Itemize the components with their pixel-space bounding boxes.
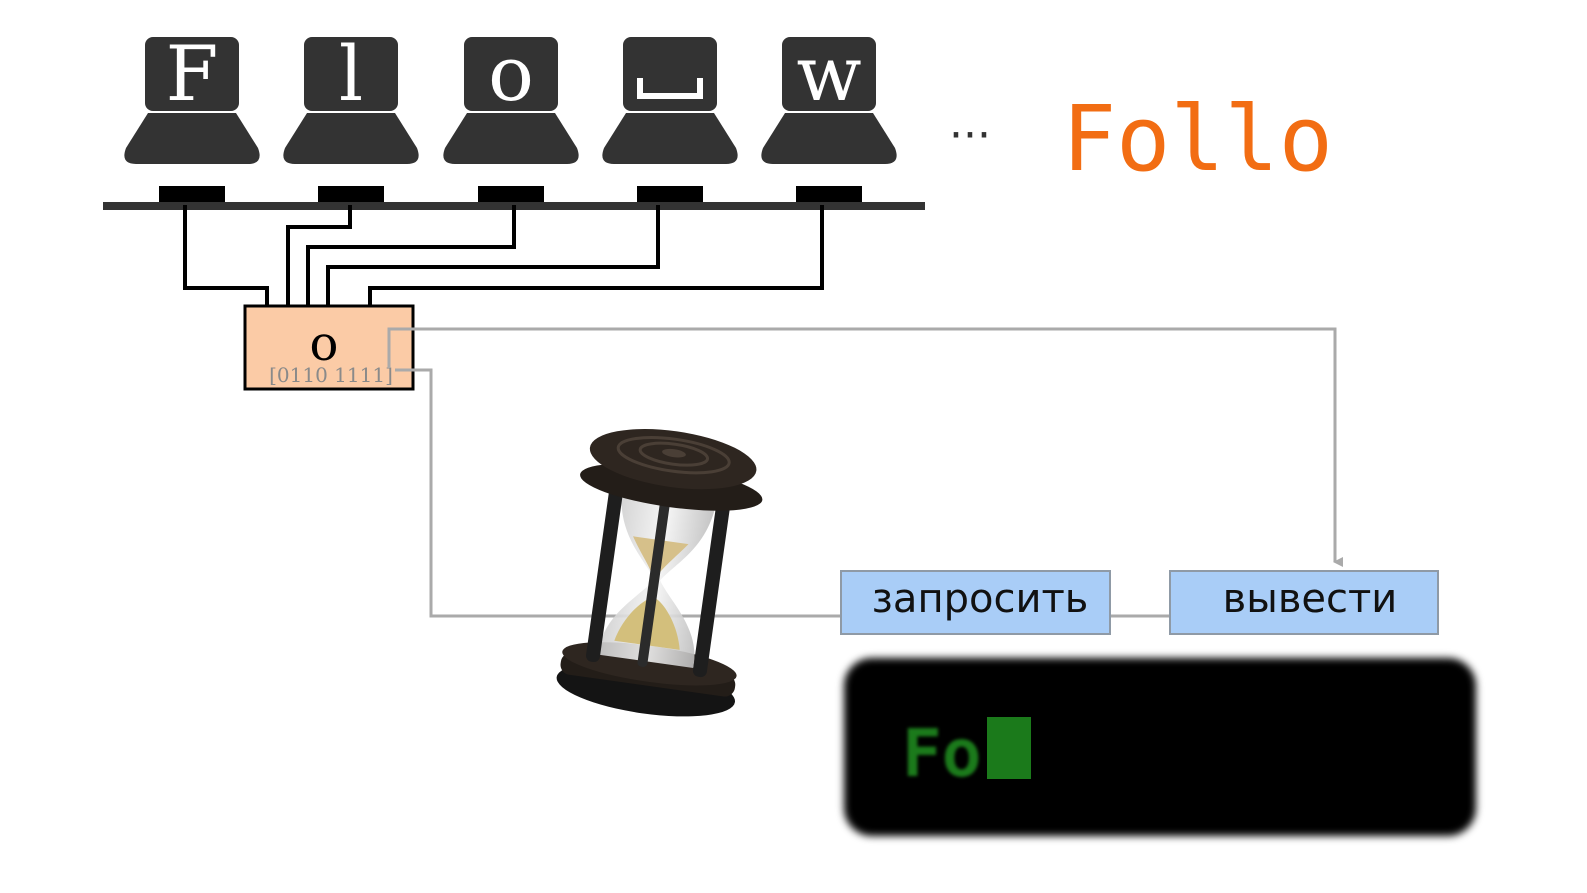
output-label: вывести [1223,576,1398,622]
output-action-box: вывести [1169,570,1439,635]
wire-key-space [326,205,660,305]
ellipsis: ··· [949,110,991,161]
key-w-base [761,113,897,164]
key-o-cap [464,37,558,111]
byte-box-frame [243,304,415,391]
request-label: запросить [872,576,1089,622]
terminal-cursor [987,717,1031,779]
key-space [602,37,738,204]
terminal-background [844,658,1476,836]
key-wires [183,205,824,305]
key-l: l [283,29,419,204]
typed-text: Follo [1062,87,1333,192]
key-w-connector [796,186,862,204]
key-l-connector [318,186,384,204]
byte-box-bits: [0110 1111] [269,363,393,387]
key-space-cap [623,37,717,111]
wire-key-l [286,205,352,305]
key-l-cap [304,37,398,111]
key-l-label: l [339,29,363,118]
key-f-label: F [166,29,219,118]
key-l-base [283,113,419,164]
terminal-screen: Fo [844,658,1476,836]
key-o-label: o [488,29,534,118]
hourglass-icon [556,429,763,717]
request-box-frame [840,570,1111,635]
key-o-connector [478,186,544,204]
key-o-base [443,113,579,164]
key-w-label: w [796,29,861,118]
wire-key-o [306,205,516,305]
byte-box-char: o [310,316,339,372]
key-f-base [124,113,260,164]
wire-key-w [368,205,824,305]
key-f-cap [145,37,239,111]
wire-key-f [183,205,269,305]
key-w: w [761,29,897,204]
connector-to-output [387,327,1343,567]
byte-box: o [0110 1111] [243,304,415,391]
key-space-glyph [637,78,703,99]
key-f: F [124,29,260,204]
output-box-frame [1169,570,1439,635]
key-space-base [602,113,738,164]
key-space-connector [637,186,703,204]
key-f-connector [159,186,225,204]
key-w-cap [782,37,876,111]
request-action-box: запросить [840,570,1111,635]
terminal-text: Fo [902,715,981,792]
key-o: o [443,29,579,204]
